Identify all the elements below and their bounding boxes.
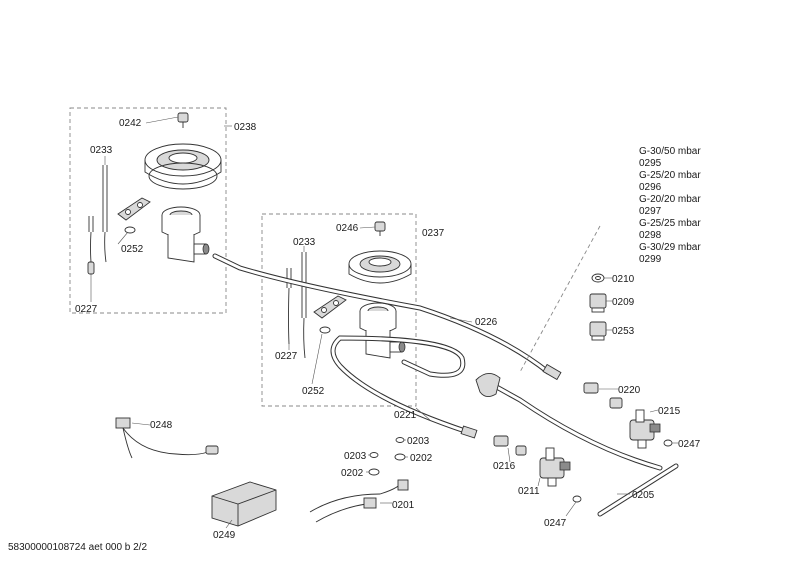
label-0233: 0233 [90, 145, 113, 156]
ignition-module-0249 [211, 481, 277, 527]
washer-0247b [572, 495, 582, 503]
leader-lines [90, 116, 678, 529]
thermocouple-0233b [301, 252, 307, 359]
label-0252: 0252 [121, 244, 144, 255]
gas-part-number: 0299 [639, 254, 662, 265]
burner-group-0238-box [69, 107, 227, 314]
label-0227: 0227 [275, 351, 298, 362]
document-footer: 58300000108724 aet 000 b 2/2 [8, 542, 148, 553]
gas-type: G-20/20 mbar [639, 194, 701, 205]
label-0249: 0249 [213, 530, 236, 541]
label-0247: 0247 [678, 439, 701, 450]
label-0215: 0215 [658, 406, 681, 417]
label-0221: 0221 [394, 410, 417, 421]
gas-valve-0215 [629, 409, 661, 449]
label-0205: 0205 [632, 490, 655, 501]
burner-body-0237 [359, 302, 406, 359]
nozzle-guide-line [519, 225, 601, 373]
label-0216: 0216 [493, 461, 516, 472]
washer-0247a [663, 439, 673, 447]
gas-nozzle-list: G-30/50 mbar 0295 G-25/20 mbar 0296 G-20… [639, 146, 749, 266]
gas-part-number: 0295 [639, 158, 662, 169]
gas-part-number: 0296 [639, 182, 662, 193]
gas-pipe-0226 [212, 253, 562, 381]
washer-0210 [591, 273, 605, 283]
label-0246: 0246 [336, 223, 359, 234]
manifold-pipe-0205 [475, 373, 679, 517]
label-0247: 0247 [544, 518, 567, 529]
label-0201: 0201 [392, 500, 415, 511]
burner-body-0238 [161, 206, 210, 263]
gas-type: G-25/20 mbar [639, 170, 701, 181]
label-0237: 0237 [422, 228, 445, 239]
screw-0246 [374, 221, 386, 236]
gas-type: G-30/29 mbar [639, 242, 701, 253]
thermocouple-0233a [102, 165, 108, 263]
nozzle-0253 [589, 321, 607, 341]
burner-cap-0246 [348, 250, 412, 284]
label-0209: 0209 [612, 297, 635, 308]
label-0202: 0202 [341, 468, 364, 479]
label-0203: 0203 [344, 451, 367, 462]
label-0252: 0252 [302, 386, 325, 397]
label-0226: 0226 [475, 317, 498, 328]
label-0210: 0210 [612, 274, 635, 285]
wiring-0201 [309, 479, 409, 523]
nozzle-0216 [493, 435, 527, 456]
label-0248: 0248 [150, 420, 173, 431]
burner-cap-0242 [144, 143, 222, 190]
label-0233: 0233 [293, 237, 316, 248]
label-0203: 0203 [407, 436, 430, 447]
label-0242: 0242 [119, 118, 142, 129]
gas-type: G-25/25 mbar [639, 218, 701, 229]
screw-0242 [177, 112, 189, 128]
label-0202: 0202 [410, 453, 433, 464]
gas-valve-0211 [539, 447, 571, 487]
gas-type: G-30/50 mbar [639, 146, 701, 157]
burner-group-0237-box [261, 213, 417, 407]
label-0227: 0227 [75, 304, 98, 315]
bracket-0252b [313, 295, 347, 334]
wiring-0248 [115, 417, 219, 459]
gas-part-number: 0298 [639, 230, 662, 241]
label-0238: 0238 [234, 122, 257, 133]
gas-pipe-0221 [330, 335, 478, 439]
gas-part-number: 0297 [639, 206, 662, 217]
label-0253: 0253 [612, 326, 635, 337]
nozzle-0209 [589, 293, 607, 313]
label-0211: 0211 [518, 486, 540, 497]
label-0220: 0220 [618, 385, 641, 396]
bracket-0252a [117, 197, 151, 234]
ignition-electrode-0227a [87, 216, 95, 275]
nozzle-0220 [583, 382, 623, 409]
